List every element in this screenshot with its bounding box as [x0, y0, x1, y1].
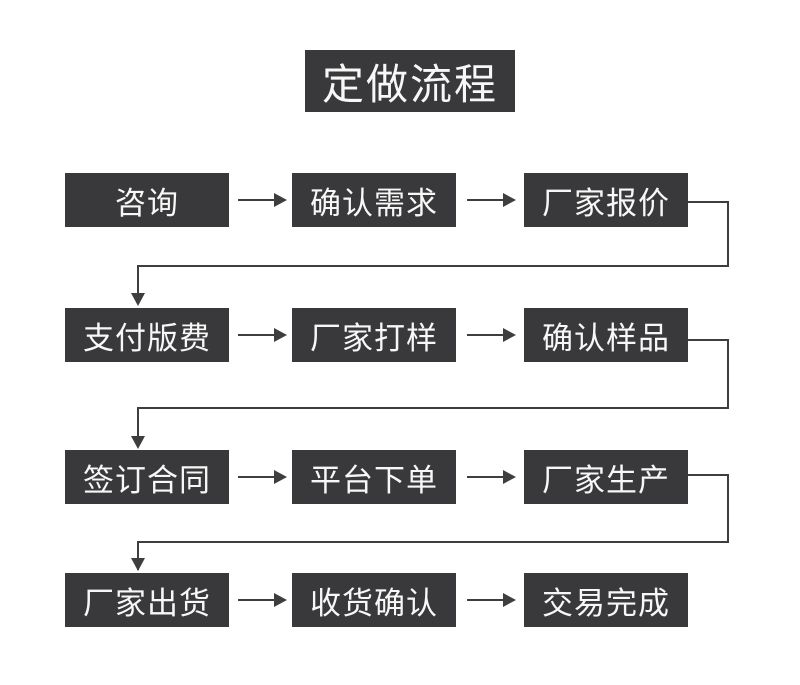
connector-line: [137, 265, 139, 295]
connector-line: [727, 474, 729, 543]
step-sign-contract: 签订合同: [65, 450, 229, 504]
step-transaction-complete: 交易完成: [524, 573, 688, 627]
connector-line: [137, 407, 139, 438]
step-pay-plate-fee: 支付版费: [65, 308, 229, 362]
arrow-down-icon: [131, 293, 145, 306]
step-factory-shipment: 厂家出货: [65, 573, 229, 627]
step-factory-production: 厂家生产: [524, 450, 688, 504]
connector-line: [727, 201, 729, 267]
step-confirm-sample: 确认样品: [524, 308, 688, 362]
arrow-right-icon: [467, 470, 516, 484]
step-platform-order: 平台下单: [292, 450, 456, 504]
connector-line: [688, 474, 729, 476]
arrow-right-icon: [467, 193, 516, 207]
connector-line: [688, 201, 729, 203]
connector-line: [137, 541, 139, 570]
connector-line: [688, 339, 729, 341]
connector-line: [137, 265, 729, 267]
step-receipt-confirmation: 收货确认: [292, 573, 456, 627]
arrow-right-icon: [238, 328, 287, 342]
step-consult: 咨询: [65, 173, 229, 227]
arrow-down-icon: [131, 558, 145, 571]
connector-line: [727, 339, 729, 409]
arrow-right-icon: [467, 328, 516, 342]
page-title: 定做流程: [305, 50, 515, 112]
connector-line: [137, 407, 729, 409]
connector-line: [137, 541, 729, 543]
arrow-right-icon: [238, 193, 287, 207]
arrow-right-icon: [238, 593, 287, 607]
arrow-right-icon: [238, 470, 287, 484]
step-factory-sampling: 厂家打样: [292, 308, 456, 362]
step-factory-quote: 厂家报价: [524, 173, 688, 227]
step-confirm-requirements: 确认需求: [292, 173, 456, 227]
arrow-down-icon: [131, 436, 145, 449]
arrow-right-icon: [467, 593, 516, 607]
